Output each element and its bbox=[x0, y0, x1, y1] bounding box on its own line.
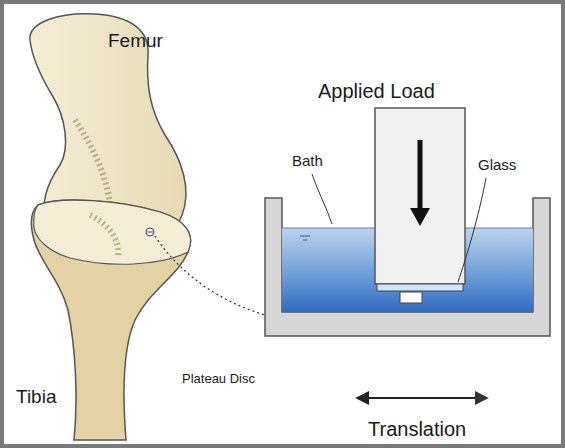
part-label: Plateau Disc bbox=[182, 372, 255, 387]
glass-plate bbox=[377, 284, 463, 291]
motion-label: Translation bbox=[368, 418, 466, 441]
tibia-texture bbox=[90, 215, 118, 258]
glass-leader bbox=[458, 178, 486, 282]
part-label: Tibia bbox=[16, 386, 56, 408]
tibia-plateau bbox=[34, 200, 191, 264]
disc-site bbox=[146, 228, 154, 236]
part-label: Applied Load bbox=[318, 80, 435, 103]
disc-site-mark bbox=[147, 232, 153, 233]
part-label: Bath bbox=[292, 152, 323, 169]
part-label: Glass bbox=[478, 156, 516, 173]
bath-leader bbox=[312, 174, 332, 224]
load-arrow bbox=[418, 140, 423, 212]
surface-symbol bbox=[300, 236, 310, 240]
translation-arrow bbox=[358, 397, 486, 399]
load-arrowhead bbox=[410, 208, 430, 226]
specimen-disc bbox=[400, 292, 422, 303]
load-rod bbox=[375, 108, 465, 284]
part-label: Femur bbox=[108, 30, 163, 52]
